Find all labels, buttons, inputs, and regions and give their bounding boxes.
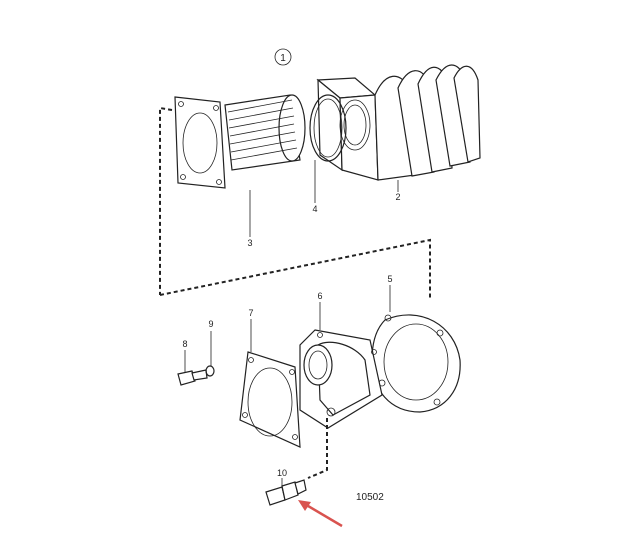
- label-part-8: 8: [182, 339, 187, 349]
- part-8-bolt: [177, 369, 208, 386]
- part-3-cooler-insert: [174, 94, 306, 189]
- part-2-housing: [316, 64, 481, 181]
- label-part-5: 5: [387, 274, 392, 284]
- upper-dashed-bracket: [159, 106, 431, 300]
- group-marker: 1: [274, 48, 292, 66]
- figure-number: 10502: [356, 492, 384, 503]
- part-4-o-ring: [309, 94, 347, 162]
- label-part-2: 2: [395, 192, 400, 202]
- part-9-washer: [205, 365, 215, 377]
- part-5-gasket: [371, 314, 461, 413]
- leader-lines: [184, 160, 399, 488]
- part-7-gasket: [239, 351, 301, 448]
- label-part-6: 6: [317, 291, 322, 301]
- label-part-10: 10: [277, 468, 287, 478]
- group-marker-text: 1: [280, 53, 286, 64]
- part-10-drain-cock: [265, 479, 307, 506]
- red-indicator-arrow: [298, 500, 343, 528]
- label-part-3: 3: [247, 238, 252, 248]
- label-part-9: 9: [208, 319, 213, 329]
- part-6-end-cover: [299, 329, 383, 429]
- lower-dashed-connector: [307, 418, 328, 479]
- label-part-4: 4: [312, 204, 317, 214]
- label-part-7: 7: [248, 308, 253, 318]
